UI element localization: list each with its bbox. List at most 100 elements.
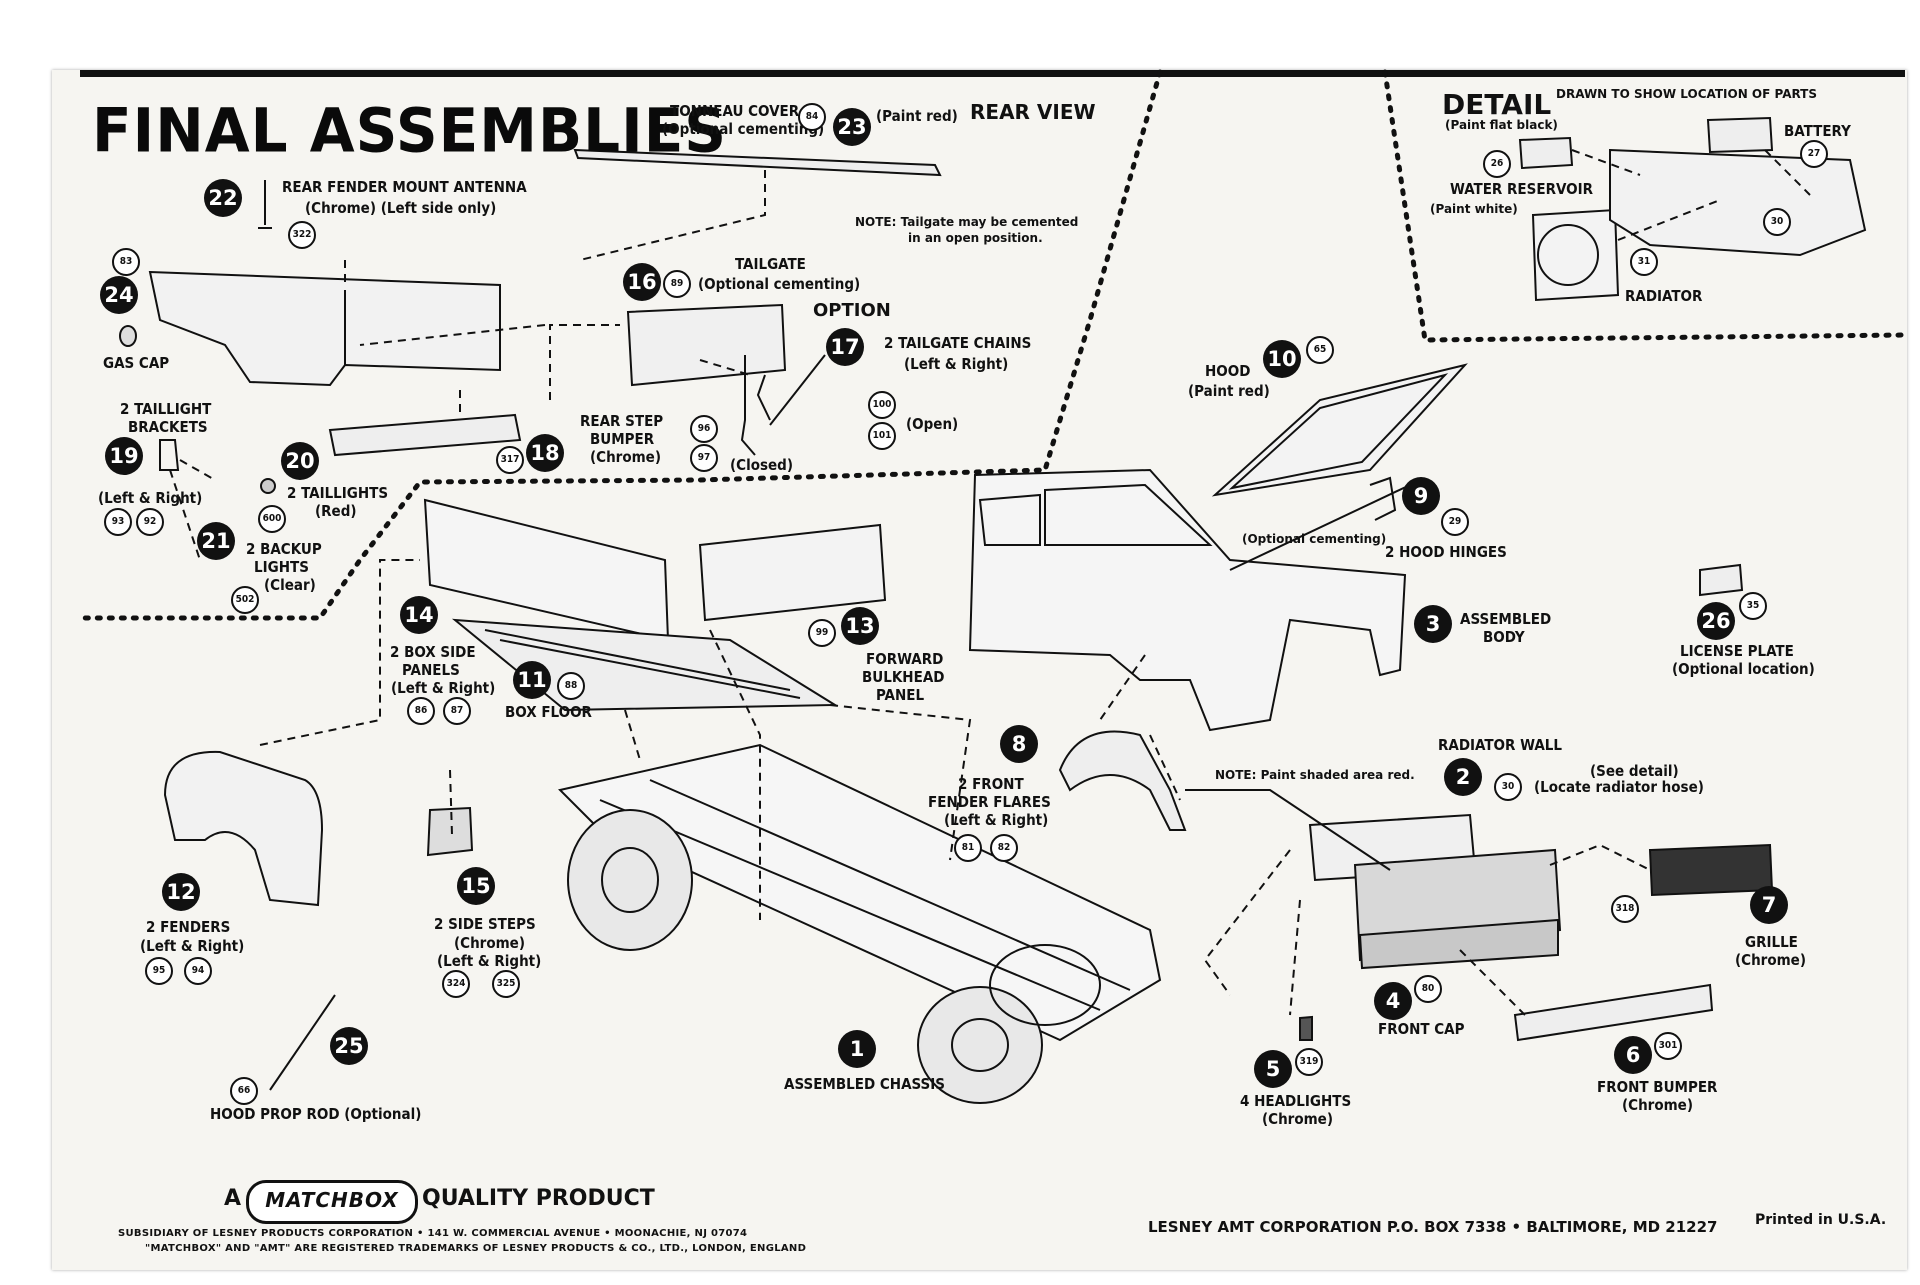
step-13-part: 99 xyxy=(808,619,836,647)
step-19-part-93: 93 xyxy=(104,508,132,536)
step-3-label2: BODY xyxy=(1483,628,1525,646)
step-18-number: 18 xyxy=(526,434,564,472)
step-13-label: FORWARD xyxy=(866,650,944,668)
step-5-part: 319 xyxy=(1295,1048,1323,1076)
detail-part-27: 27 xyxy=(1800,140,1828,168)
step-22-part: 322 xyxy=(288,221,316,249)
step-4-number: 4 xyxy=(1374,982,1412,1020)
step-6-part: 301 xyxy=(1654,1032,1682,1060)
shaded-area-note: NOTE: Paint shaded area red. xyxy=(1215,768,1415,782)
step-17-label: 2 TAILGATE CHAINS xyxy=(884,334,1032,352)
step-9-number: 9 xyxy=(1402,477,1440,515)
step-17-open: (Open) xyxy=(906,415,959,433)
step-8-number: 8 xyxy=(1000,725,1038,763)
step-22-sub: (Chrome) (Left side only) xyxy=(305,199,497,217)
step-15-label: 2 SIDE STEPS xyxy=(434,915,536,933)
step-20-number: 20 xyxy=(281,442,319,480)
step-26-number: 26 xyxy=(1697,602,1735,640)
step-8-part-81: 81 xyxy=(954,834,982,862)
step-25-label: HOOD PROP ROD (Optional) xyxy=(210,1105,422,1123)
step-19-part-92: 92 xyxy=(136,508,164,536)
step-18-label: REAR STEP xyxy=(580,412,664,430)
step-22-label: REAR FENDER MOUNT ANTENNA xyxy=(282,178,527,196)
step-11-label: BOX FLOOR xyxy=(505,703,592,721)
step-23-label: TONNEAU COVER xyxy=(670,102,800,120)
step-6-sub: (Chrome) xyxy=(1622,1096,1693,1114)
top-border xyxy=(80,70,1905,77)
tailgate-note-line1: NOTE: Tailgate may be cemented xyxy=(855,215,1079,229)
detail-part-31: 31 xyxy=(1630,248,1658,276)
step-14-label: 2 BOX SIDE xyxy=(390,643,476,661)
step-17-number: 17 xyxy=(826,328,864,366)
step-19-label: 2 TAILLIGHT xyxy=(120,400,212,418)
step-14-sub: (Left & Right) xyxy=(391,679,496,697)
step-15-number: 15 xyxy=(457,867,495,905)
step-19-label2: BRACKETS xyxy=(128,418,208,436)
step-16-sub: (Optional cementing) xyxy=(698,275,861,293)
step-2-label: RADIATOR WALL xyxy=(1438,736,1562,754)
footer-company: LESNEY AMT CORPORATION P.O. BOX 7338 • B… xyxy=(1148,1218,1718,1236)
step-3-number: 3 xyxy=(1414,605,1452,643)
step-23-number: 23 xyxy=(833,108,871,146)
detail-heading: DETAIL xyxy=(1442,88,1552,121)
step-26-part: 35 xyxy=(1739,592,1767,620)
detail-subheading: DRAWN TO SHOW LOCATION OF PARTS xyxy=(1556,87,1818,101)
step-24-part: 83 xyxy=(112,248,140,276)
step-15-sub2: (Left & Right) xyxy=(437,952,542,970)
step-8-sub: (Left & Right) xyxy=(944,811,1049,829)
step-25-number: 25 xyxy=(330,1027,368,1065)
step-14-label2: PANELS xyxy=(402,661,460,679)
step-14-part-87: 87 xyxy=(443,697,471,725)
matchbox-logo: MATCHBOX xyxy=(246,1180,418,1224)
step-16-label: TAILGATE xyxy=(735,255,806,273)
step-13-label2: BULKHEAD xyxy=(862,668,945,686)
step-8-label2: FENDER FLARES xyxy=(928,793,1051,811)
step-1-label: ASSEMBLED CHASSIS xyxy=(784,1075,946,1093)
footer-trademark: "MATCHBOX" AND "AMT" ARE REGISTERED TRAD… xyxy=(145,1243,807,1254)
step-20-sub: (Red) xyxy=(315,502,357,520)
step-21-part: 502 xyxy=(231,586,259,614)
optional-cementing-note: (Optional cementing) xyxy=(1242,532,1387,546)
footer-printed: Printed in U.S.A. xyxy=(1755,1212,1887,1228)
footer-quality: QUALITY PRODUCT xyxy=(422,1186,655,1211)
step-10-label: HOOD xyxy=(1205,362,1251,380)
step-3-label: ASSEMBLED xyxy=(1460,610,1552,628)
step-14-number: 14 xyxy=(400,596,438,634)
step-18-sub: (Chrome) xyxy=(590,448,661,466)
page-title: FINAL ASSEMBLIES xyxy=(92,95,728,167)
step-24-label: GAS CAP xyxy=(103,354,170,372)
step-13-number: 13 xyxy=(841,607,879,645)
step-18-label2: BUMPER xyxy=(590,430,655,448)
step-17-part-96: 96 xyxy=(690,415,718,443)
step-6-label: FRONT BUMPER xyxy=(1597,1078,1718,1096)
step-15-sub: (Chrome) xyxy=(454,934,525,952)
step-2-part: 30 xyxy=(1494,773,1522,801)
step-21-sub: (Clear) xyxy=(264,576,316,594)
step-8-label: 2 FRONT xyxy=(958,775,1024,793)
step-14-part-86: 86 xyxy=(407,697,435,725)
step-6-number: 6 xyxy=(1614,1036,1652,1074)
step-11-part: 88 xyxy=(557,672,585,700)
step-23-part: 84 xyxy=(798,103,826,131)
step-26-sub: (Optional location) xyxy=(1672,660,1815,678)
step-15-part-325: 325 xyxy=(492,970,520,998)
option-heading: OPTION xyxy=(813,300,891,321)
step-21-number: 21 xyxy=(197,522,235,560)
step-22-number: 22 xyxy=(204,179,242,217)
step-17-closed: (Closed) xyxy=(730,456,793,474)
step-20-label: 2 TAILLIGHTS xyxy=(287,484,389,502)
step-17-part-101: 101 xyxy=(868,422,896,450)
step-23-sub: (Optional cementing) xyxy=(662,120,825,138)
step-10-sub: (Paint red) xyxy=(1188,382,1270,400)
step-21-label: 2 BACKUP xyxy=(246,540,322,558)
radiator-label: RADIATOR xyxy=(1625,287,1703,305)
footer-a: A xyxy=(224,1186,242,1211)
step-25-part: 66 xyxy=(230,1077,258,1105)
step-11-number: 11 xyxy=(513,661,551,699)
step-15-part-324: 324 xyxy=(442,970,470,998)
step-12-label: 2 FENDERS xyxy=(146,918,231,936)
step-10-number: 10 xyxy=(1263,340,1301,378)
footer-subsidiary: SUBSIDIARY OF LESNEY PRODUCTS CORPORATIO… xyxy=(118,1228,748,1239)
step-20-part: 600 xyxy=(258,505,286,533)
step-7-sub: (Chrome) xyxy=(1735,951,1806,969)
